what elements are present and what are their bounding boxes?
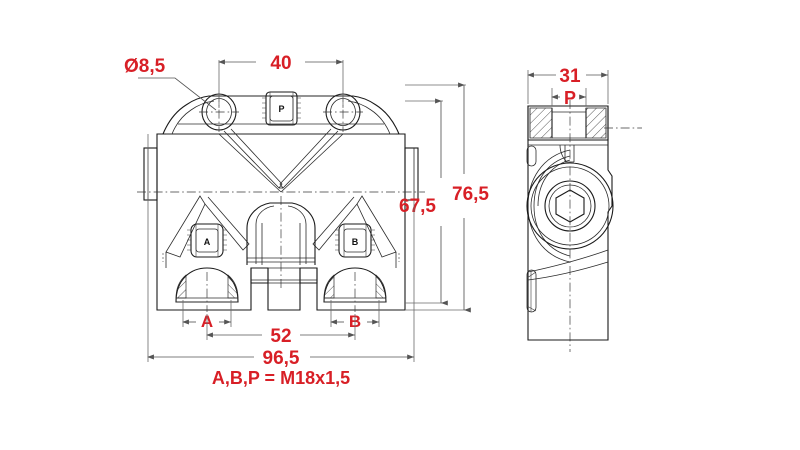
dim-52-text: 52 (270, 326, 291, 347)
side-arc-4 (527, 205, 571, 263)
front-lower-wedge-right (356, 195, 397, 258)
side-arc-1 (527, 149, 571, 207)
front-dome-b (323, 267, 387, 312)
front-v-channel-left (223, 128, 283, 189)
dim-67-5-text: 67,5 (399, 196, 436, 217)
side-small-slot-top (526, 145, 537, 167)
port-a-label: A (204, 237, 211, 247)
port-p-label: P (278, 104, 284, 114)
front-v-channel-right (279, 128, 339, 189)
front-flange-inner-curve-right (347, 100, 391, 135)
dim-67-5: 67,5 (399, 98, 448, 306)
side-arc-3 (537, 159, 571, 207)
thread-spec-note: A,B,P = M18x1,5 (212, 368, 350, 388)
dim-76-5: 76,5 (405, 82, 489, 313)
side-p-bore-chamfer (559, 144, 567, 162)
front-v-outer-left (218, 133, 282, 193)
side-arc-2 (533, 155, 571, 207)
dim-31-text: 31 (559, 66, 581, 87)
front-dome-a (175, 267, 239, 312)
front-center-spool (246, 202, 318, 284)
front-lower-wedge-left2 (204, 196, 250, 251)
dim-hole-diameter: Ø8,5 (124, 56, 217, 111)
dim-96-5-text: 96,5 (263, 348, 300, 369)
front-lower-wedge-right2 (312, 196, 358, 251)
dim-hole-diameter-text: Ø8,5 (124, 56, 166, 77)
side-top-flange (527, 105, 609, 146)
side-view-dimensions: 31 P (527, 66, 609, 108)
dim-40: 40 (218, 53, 344, 108)
front-port-b: B (335, 223, 375, 258)
dim-31: 31 (527, 66, 609, 104)
front-view-dimensions: Ø8,5 40 67,5 76,5 (124, 53, 489, 388)
front-lower-wedge-left (165, 195, 206, 258)
dim-40-text: 40 (270, 53, 291, 74)
port-b-label: B (352, 237, 359, 247)
dim-76-5-text: 76,5 (452, 184, 489, 205)
side-view (526, 100, 642, 352)
dim-52: 52 (206, 314, 356, 347)
side-port-p-label: P (564, 88, 576, 108)
front-right-side-boss (404, 147, 419, 201)
dim-96-5: 96,5 (147, 134, 415, 369)
front-flange-inner-curve-left (171, 100, 215, 135)
side-lower-taper2 (527, 261, 609, 281)
dim-port-a-width: A (182, 300, 232, 331)
front-port-a: A (187, 223, 227, 258)
side-slot (526, 269, 537, 313)
front-v-outer-right (280, 133, 344, 193)
side-arc-5 (533, 205, 571, 257)
dim-side-p: P (551, 88, 587, 108)
front-port-p: P (262, 91, 301, 126)
